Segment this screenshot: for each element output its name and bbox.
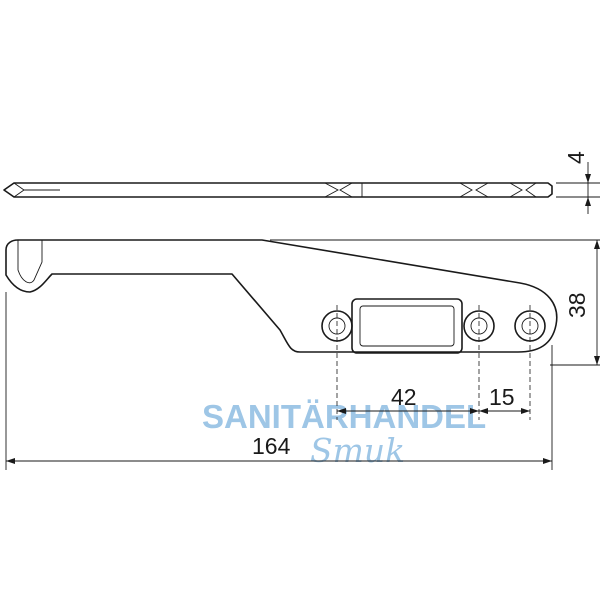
slot-outer [351,298,463,354]
dimension-label-thickness: 4 [563,151,589,164]
slot-inner [359,305,455,347]
side-view-bevel-1 [324,182,353,198]
hook-inner-edge [17,240,43,284]
dimension-arrow [585,197,591,206]
dimension-arrow [6,458,15,464]
side-view-bevel-2 [459,182,489,198]
dimension-label-length: 164 [252,433,291,459]
dimension-label-height: 38 [564,292,590,318]
dimension-arrow [470,408,479,414]
dimension-label-spacing-b: 15 [489,384,515,410]
dimension-thickness: 4 [556,151,600,214]
dimension-arrow [337,408,346,414]
side-view-bevel-left [13,182,25,198]
dimension-height: 38 [270,239,600,366]
dimension-arrow [594,356,600,365]
side-view-bevel-3 [509,182,537,198]
dimension-arrow [594,240,600,249]
dimension-arrow [543,458,552,464]
plan-view [5,239,558,354]
dimension-overall-length: 164 [5,292,553,470]
dimension-arrow [479,408,488,414]
dimension-arrow [521,408,530,414]
part-outline [5,239,558,353]
side-view-outline [3,182,553,198]
dimension-label-spacing-a: 42 [391,384,417,410]
watermark-line2: Smuk [310,431,405,470]
side-view [3,182,553,198]
watermark: SANITÄRHANDEL Smuk [202,398,486,470]
dimension-arrow [585,174,591,183]
dimension-hole-spacing: 42 15 [336,305,531,420]
watermark-line1: SANITÄRHANDEL [202,398,486,435]
